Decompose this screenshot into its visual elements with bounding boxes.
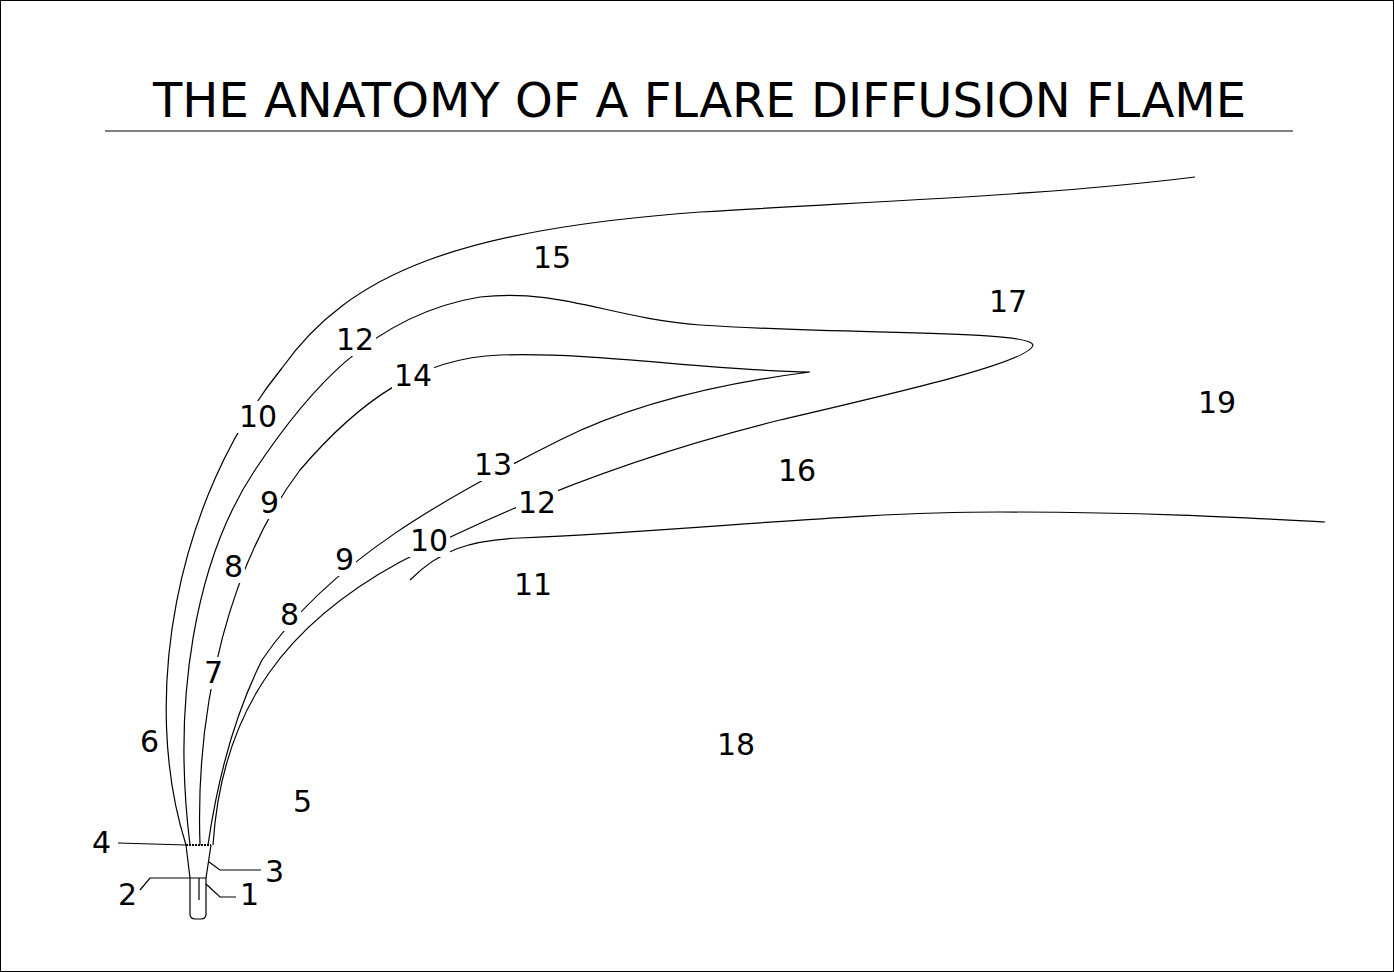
callout-number: 4 [90, 827, 113, 859]
callout-number: 17 [987, 286, 1029, 318]
callout-number: 10 [408, 525, 450, 557]
callout-number: 16 [776, 455, 818, 487]
leader-line [206, 884, 236, 897]
leader-line [140, 878, 190, 890]
callout-number: 18 [715, 729, 757, 761]
plume-upper-boundary [282, 177, 1195, 368]
callout-number: 11 [512, 569, 554, 601]
callout-number: 2 [116, 879, 139, 911]
leader-line [118, 843, 186, 845]
flare-stack-pipe [190, 878, 206, 919]
title-underline [105, 130, 1293, 131]
callout-number: 3 [263, 856, 286, 888]
callout-number: 10 [237, 401, 279, 433]
callout-number: 8 [278, 599, 301, 631]
callout-number: 9 [258, 487, 281, 519]
callout-number: 9 [333, 544, 356, 576]
callout-number: 6 [138, 726, 161, 758]
flare-tip [186, 845, 211, 878]
callout-number: 5 [291, 786, 314, 818]
callout-number: 1 [238, 879, 261, 911]
diagram-title: THE ANATOMY OF A FLARE DIFFUSION FLAME [153, 76, 1246, 124]
callout-number: 13 [472, 449, 514, 481]
callout-number: 15 [531, 242, 573, 274]
callout-number: 8 [222, 551, 245, 583]
flame-core [200, 355, 810, 845]
callout-number: 14 [392, 360, 434, 392]
callout-number: 12 [334, 324, 376, 356]
callout-number: 12 [516, 487, 558, 519]
callout-number: 19 [1196, 387, 1238, 419]
leader-line [209, 862, 261, 870]
pipe-inner-line [198, 878, 199, 900]
flame-front [186, 844, 211, 846]
callout-number: 7 [202, 657, 225, 689]
flame-envelope [184, 295, 1033, 845]
